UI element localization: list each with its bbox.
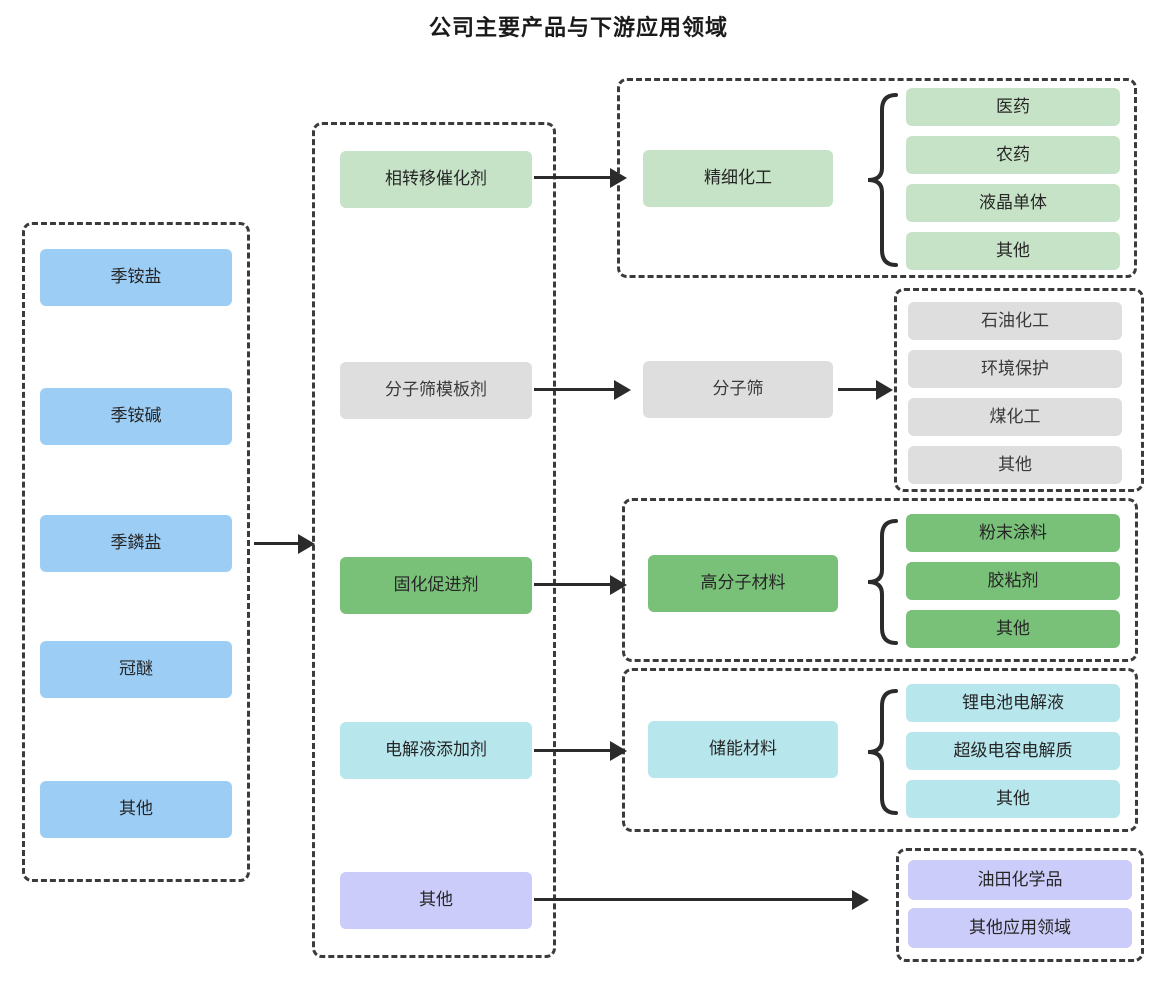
application-chip-1[interactable]: 相转移催化剂 xyxy=(340,151,532,208)
downstream-leaf-g1-3[interactable]: 液晶单体 xyxy=(906,184,1120,222)
product-chip-1[interactable]: 季铵盐 xyxy=(40,249,232,306)
downstream-leaf-g2-3-label: 煤化工 xyxy=(989,406,1041,426)
application-chip-4-label: 电解液添加剂 xyxy=(385,740,487,760)
arrow-app5-to-group5-line xyxy=(534,898,856,901)
brace-connector-group-4 xyxy=(860,686,902,818)
product-chip-5-label: 其他 xyxy=(119,799,153,819)
product-chip-4[interactable]: 冠醚 xyxy=(40,641,232,698)
downstream-leaf-g1-3-label: 液晶单体 xyxy=(979,192,1047,212)
downstream-leaf-g3-1-label: 粉末涂料 xyxy=(979,522,1047,542)
application-chip-1-label: 相转移催化剂 xyxy=(385,169,487,189)
downstream-group-2-name-label: 分子筛 xyxy=(712,379,764,399)
application-chip-3[interactable]: 固化促进剂 xyxy=(340,557,532,614)
downstream-leaf-g4-1-label: 锂电池电解液 xyxy=(962,692,1064,712)
downstream-leaf-g2-1[interactable]: 石油化工 xyxy=(908,302,1122,340)
arrow-app3-to-group3-line xyxy=(534,583,612,586)
downstream-leaf-g1-2-label: 农药 xyxy=(996,144,1030,164)
downstream-leaf-g3-2[interactable]: 胶粘剂 xyxy=(906,562,1120,600)
product-chip-1-label: 季铵盐 xyxy=(110,267,162,287)
product-chip-2[interactable]: 季铵碱 xyxy=(40,388,232,445)
downstream-leaf-g4-3[interactable]: 其他 xyxy=(906,780,1120,818)
arrow-app2-to-group2-head xyxy=(614,380,631,400)
downstream-leaf-g2-4-label: 其他 xyxy=(998,454,1032,474)
product-chip-3[interactable]: 季鏻盐 xyxy=(40,515,232,572)
downstream-leaf-g4-1[interactable]: 锂电池电解液 xyxy=(906,684,1120,722)
arrow-group2-to-leaves-head xyxy=(876,380,893,400)
page-title: 公司主要产品与下游应用领域 xyxy=(428,15,728,40)
arrow-app1-to-group1-head xyxy=(610,168,627,188)
arrow-app5-to-group5-head xyxy=(852,890,869,910)
downstream-group-1-name-label: 精细化工 xyxy=(704,168,772,188)
downstream-leaf-g3-3[interactable]: 其他 xyxy=(906,610,1120,648)
downstream-leaf-g2-3[interactable]: 煤化工 xyxy=(908,398,1122,436)
downstream-leaf-g1-2[interactable]: 农药 xyxy=(906,136,1120,174)
arrow-app3-to-group3-head xyxy=(610,575,627,595)
downstream-leaf-g5-2[interactable]: 其他应用领域 xyxy=(908,908,1132,948)
arrow-products-to-applications-head xyxy=(298,534,315,554)
downstream-leaf-g5-2-label: 其他应用领域 xyxy=(969,917,1071,937)
products-group-box xyxy=(22,222,250,882)
product-chip-2-label: 季铵碱 xyxy=(110,406,162,426)
downstream-leaf-g4-2[interactable]: 超级电容电解质 xyxy=(906,732,1120,770)
application-chip-5-label: 其他 xyxy=(419,890,453,910)
brace-connector-group-3 xyxy=(860,516,902,648)
arrow-group2-to-leaves-line xyxy=(838,388,880,391)
downstream-leaf-g3-3-label: 其他 xyxy=(996,618,1030,638)
downstream-leaf-g5-1[interactable]: 油田化学品 xyxy=(908,860,1132,900)
arrow-app4-to-group4-head xyxy=(610,741,627,761)
arrow-app4-to-group4-line xyxy=(534,749,612,752)
application-chip-2-label: 分子筛模板剂 xyxy=(385,380,487,400)
application-chip-5[interactable]: 其他 xyxy=(340,872,532,929)
brace-connector-group-1 xyxy=(860,90,902,270)
downstream-group-1-name[interactable]: 精细化工 xyxy=(643,150,833,207)
arrow-products-to-applications-line xyxy=(254,542,300,545)
downstream-leaf-g1-4[interactable]: 其他 xyxy=(906,232,1120,270)
downstream-leaf-g2-2-label: 环境保护 xyxy=(981,358,1049,378)
downstream-leaf-g1-4-label: 其他 xyxy=(996,240,1030,260)
arrow-app2-to-group2-line xyxy=(534,388,616,391)
downstream-leaf-g3-2-label: 胶粘剂 xyxy=(987,570,1039,590)
downstream-leaf-g1-1-label: 医药 xyxy=(996,96,1030,116)
downstream-group-2-box xyxy=(894,288,1144,492)
downstream-leaf-g5-1-label: 油田化学品 xyxy=(977,869,1063,889)
downstream-leaf-g3-1[interactable]: 粉末涂料 xyxy=(906,514,1120,552)
downstream-group-5-box xyxy=(896,848,1144,962)
downstream-group-3-name[interactable]: 高分子材料 xyxy=(648,555,838,612)
product-chip-5[interactable]: 其他 xyxy=(40,781,232,838)
downstream-group-4-name-label: 储能材料 xyxy=(709,739,777,759)
downstream-group-2-name[interactable]: 分子筛 xyxy=(643,361,833,418)
applications-group-box xyxy=(312,122,556,958)
downstream-leaf-g2-1-label: 石油化工 xyxy=(981,310,1049,330)
arrow-app1-to-group1-line xyxy=(534,176,612,179)
downstream-leaf-g2-4[interactable]: 其他 xyxy=(908,446,1122,484)
application-chip-3-label: 固化促进剂 xyxy=(393,575,479,595)
downstream-leaf-g4-2-label: 超级电容电解质 xyxy=(953,740,1073,760)
application-chip-4[interactable]: 电解液添加剂 xyxy=(340,722,532,779)
downstream-leaf-g1-1[interactable]: 医药 xyxy=(906,88,1120,126)
downstream-leaf-g4-3-label: 其他 xyxy=(996,788,1030,808)
product-chip-3-label: 季鏻盐 xyxy=(110,533,162,553)
product-chip-4-label: 冠醚 xyxy=(119,659,153,679)
application-chip-2[interactable]: 分子筛模板剂 xyxy=(340,362,532,419)
downstream-group-4-name[interactable]: 储能材料 xyxy=(648,721,838,778)
downstream-leaf-g2-2[interactable]: 环境保护 xyxy=(908,350,1122,388)
downstream-group-3-name-label: 高分子材料 xyxy=(700,573,786,593)
